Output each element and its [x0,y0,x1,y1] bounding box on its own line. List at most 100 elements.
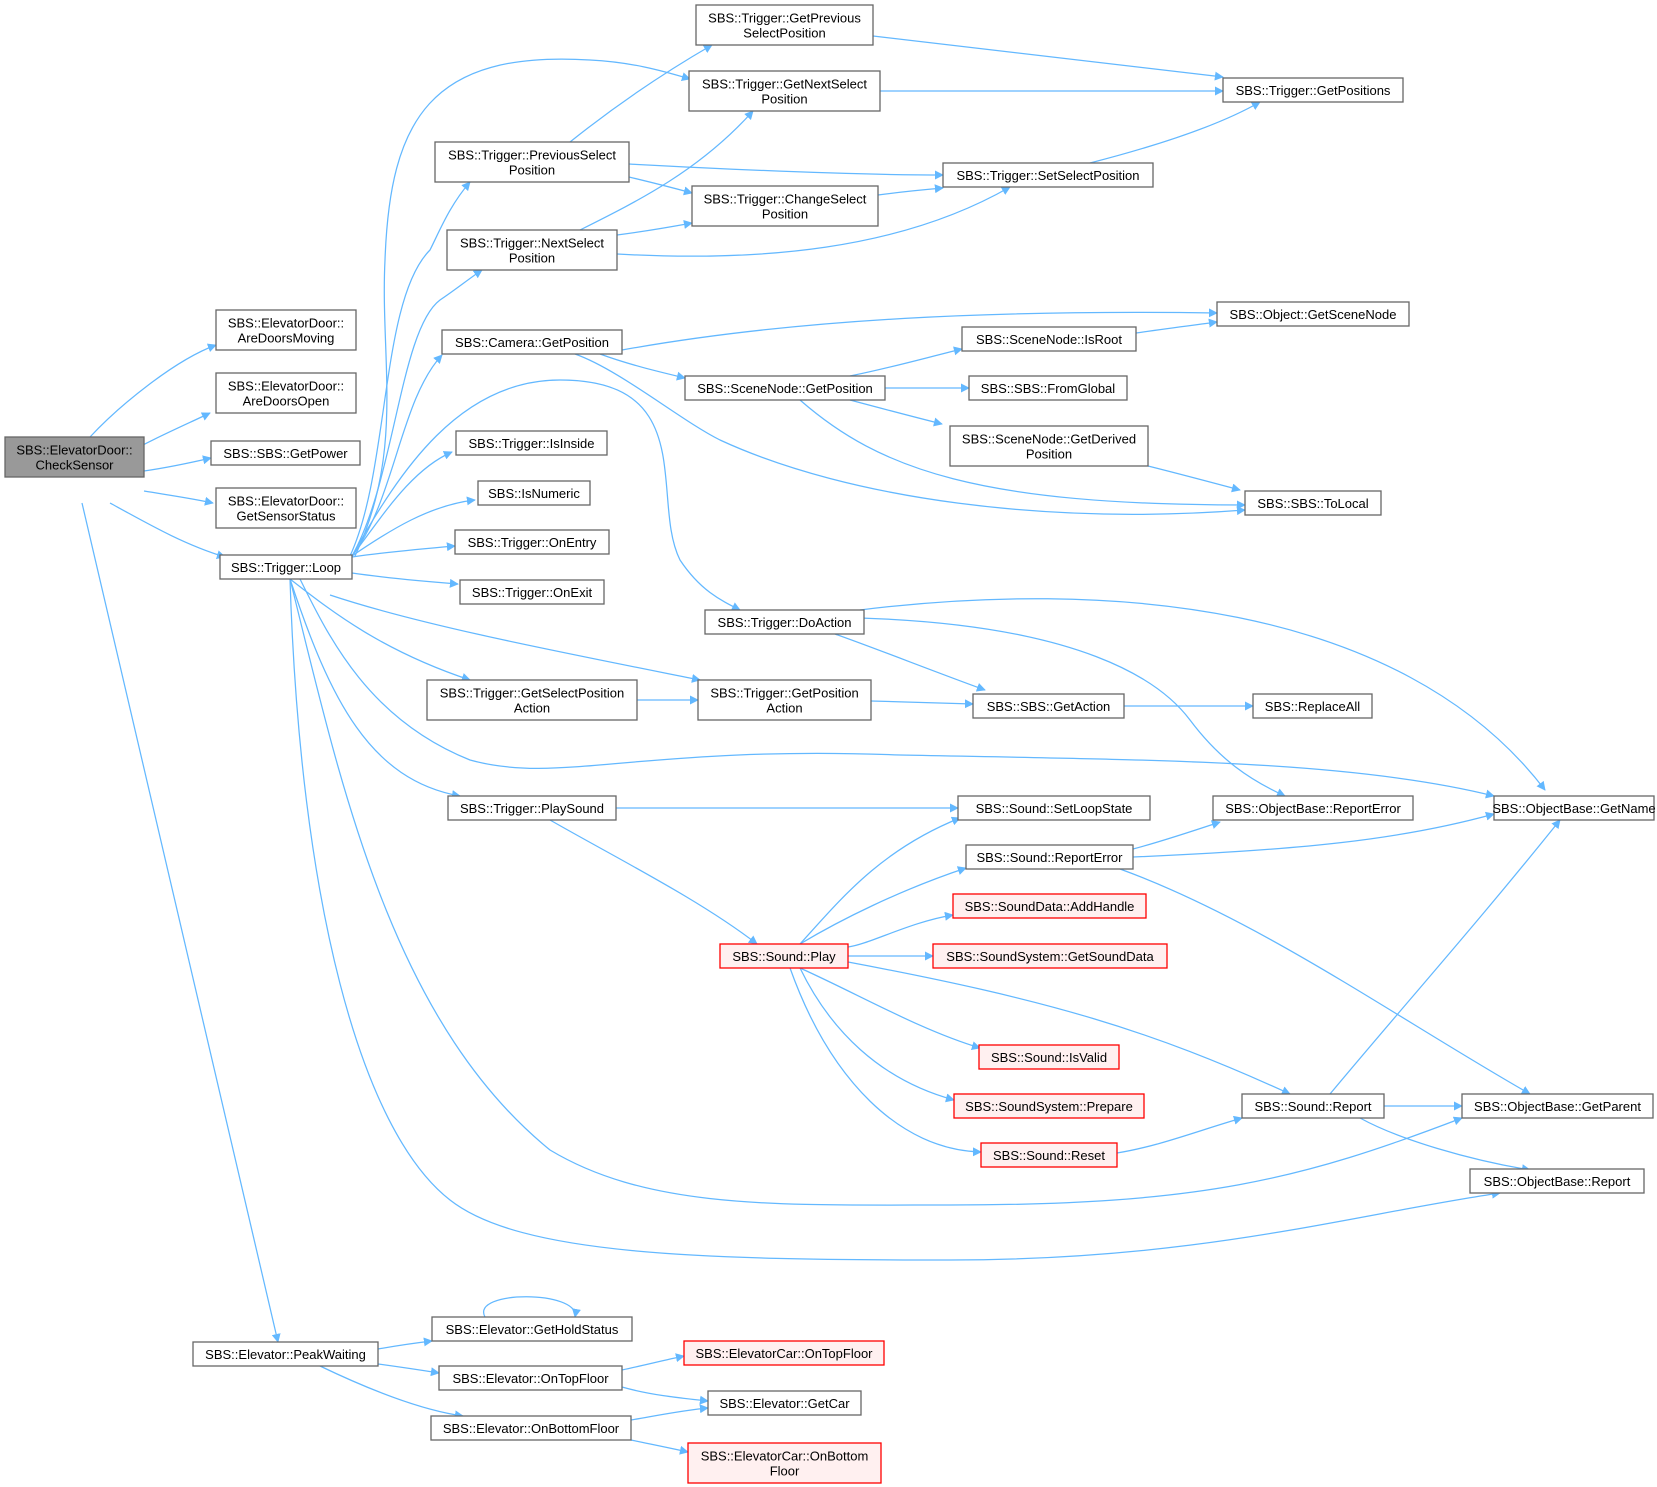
node-areDoorsOpen[interactable]: SBS::ElevatorDoor::AreDoorsOpen [215,372,357,414]
node-prepare[interactable]: SBS::SoundSystem::Prepare [953,1093,1145,1119]
call-edge-soundReport-to-getName [1329,819,1561,1095]
node-peakWaiting[interactable]: SBS::Elevator::PeakWaiting [192,1341,379,1367]
node-label: Action [514,701,550,716]
node-loop[interactable]: SBS::Trigger::Loop [219,554,353,580]
node-box [980,1142,1118,1168]
node-label: SBS::Trigger::NextSelect [460,236,604,251]
node-getSensorStatus[interactable]: SBS::ElevatorDoor::GetSensorStatus [215,487,357,529]
node-onBottomFloor[interactable]: SBS::Elevator::OnBottomFloor [430,1415,632,1441]
node-setLoopState[interactable]: SBS::Sound::SetLoopState [957,795,1151,821]
node-box [4,436,145,478]
node-box [431,1316,633,1342]
node-label: SBS::Camera::GetPosition [455,335,609,350]
call-edge-soundPlay-to-soundReset [789,967,982,1157]
node-box [953,1093,1145,1119]
node-isRoot[interactable]: SBS::SceneNode::IsRoot [961,326,1137,352]
call-edge-onBottomFloor-to-getCar [630,1404,709,1421]
node-box [446,229,618,271]
node-box [459,579,605,605]
call-edge-loop-to-camGetPos [351,354,443,557]
node-getPositions[interactable]: SBS::Trigger::GetPositions [1222,77,1404,103]
call-edge-onTopFloor-to-carOnTopFloor [621,1353,685,1371]
node-label: SBS::Elevator::OnTopFloor [452,1371,609,1386]
node-soundReport[interactable]: SBS::Sound::Report [1241,1093,1385,1119]
node-label: SBS::Trigger::OnExit [472,585,593,600]
node-soundReportError[interactable]: SBS::Sound::ReportError [965,844,1134,870]
node-label: SBS::Elevator::OnBottomFloor [443,1421,620,1436]
call-edge-loop-to-doAction [351,379,741,611]
node-obReportError[interactable]: SBS::ObjectBase::ReportError [1212,795,1414,821]
node-label: SBS::Trigger::SetSelectPosition [956,168,1139,183]
node-box [687,1442,882,1484]
node-carOnBottomFloor[interactable]: SBS::ElevatorCar::OnBottomFloor [687,1442,882,1484]
node-getParent[interactable]: SBS::ObjectBase::GetParent [1461,1093,1654,1119]
call-edge-soundPlay-to-soundReport [847,961,1291,1095]
call-edge-getPosAction-to-getAction [870,699,974,709]
node-onTopFloor[interactable]: SBS::Elevator::OnTopFloor [438,1365,623,1391]
node-getHoldStatus[interactable]: SBS::Elevator::GetHoldStatus [431,1316,633,1342]
call-edge-checkSensor-to-peakWaiting [81,502,281,1343]
node-label: SBS::Trigger::GetPositions [1236,83,1391,98]
node-label: SBS::Trigger::GetPosition [710,686,858,701]
node-camGetPos[interactable]: SBS::Camera::GetPosition [441,329,623,355]
node-playSound[interactable]: SBS::Trigger::PlaySound [447,795,617,821]
node-replaceAll[interactable]: SBS::ReplaceAll [1252,693,1373,719]
node-carOnTopFloor[interactable]: SBS::ElevatorCar::OnTopFloor [683,1340,885,1366]
node-onEntry[interactable]: SBS::Trigger::OnEntry [454,529,610,555]
node-label: SBS::ElevatorDoor:: [228,316,344,331]
node-isValid[interactable]: SBS::Sound::IsValid [978,1044,1120,1070]
node-label: SBS::Sound::SetLoopState [976,801,1133,816]
node-getCar[interactable]: SBS::Elevator::GetCar [707,1390,862,1416]
call-edge-nextSelPos-to-getNextSelPos [579,110,754,231]
node-soundReset[interactable]: SBS::Sound::Reset [980,1142,1118,1168]
node-obReport[interactable]: SBS::ObjectBase::Report [1469,1168,1645,1194]
node-getSoundData[interactable]: SBS::SoundSystem::GetSoundData [932,943,1168,969]
node-soundPlay[interactable]: SBS::Sound::Play [719,943,849,969]
node-box [952,893,1147,919]
node-getSceneNode[interactable]: SBS::Object::GetSceneNode [1216,301,1410,327]
node-label: SBS::Elevator::GetHoldStatus [446,1322,619,1337]
node-isInside[interactable]: SBS::Trigger::IsInside [455,430,608,456]
call-edge-loop-to-onEntry [351,542,456,558]
node-label: SBS::SBS::GetPower [223,446,348,461]
node-getName[interactable]: SBS::ObjectBase::GetName [1492,795,1656,821]
call-edge-prevSelPos-to-setSelPos [628,163,944,180]
node-setSelPos[interactable]: SBS::Trigger::SetSelectPosition [942,162,1154,188]
node-label: SBS::Trigger::GetSelectPosition [440,686,625,701]
call-edge-isRoot-to-getSceneNode [1135,318,1218,334]
node-fromGlobal[interactable]: SBS::SBS::FromGlobal [968,375,1128,401]
node-getAction[interactable]: SBS::SBS::GetAction [972,693,1125,719]
node-label: Position [509,251,555,266]
node-box [978,1044,1120,1070]
node-addHandle[interactable]: SBS::SoundData::AddHandle [952,893,1147,919]
node-isNumeric[interactable]: SBS::IsNumeric [477,480,591,506]
call-edge-changeSelPos-to-setSelPos [877,184,944,196]
call-edge-soundPlay-to-setLoopState [799,816,961,945]
node-toLocal[interactable]: SBS::SBS::ToLocal [1244,490,1382,516]
node-label: SBS::ElevatorDoor:: [16,443,132,458]
call-edge-loop-to-getParent [289,578,1463,1206]
node-box [961,326,1137,352]
node-onExit[interactable]: SBS::Trigger::OnExit [459,579,605,605]
node-areDoorsMoving[interactable]: SBS::ElevatorDoor::AreDoorsMoving [215,309,357,351]
node-box [215,487,357,529]
node-box [210,440,361,466]
node-label: Position [762,207,808,222]
node-doAction[interactable]: SBS::Trigger::DoAction [704,609,865,635]
node-getPower[interactable]: SBS::SBS::GetPower [210,440,361,466]
node-snGetPos[interactable]: SBS::SceneNode::GetPosition [684,375,886,401]
node-checkSensor[interactable]: SBS::ElevatorDoor::CheckSensor [4,436,145,478]
node-label: SBS::SoundSystem::GetSoundData [946,949,1154,964]
node-box [1244,490,1382,516]
node-label: SBS::Trigger::PlaySound [460,801,604,816]
call-edge-getDerivedPos-to-toLocal [1147,465,1241,493]
